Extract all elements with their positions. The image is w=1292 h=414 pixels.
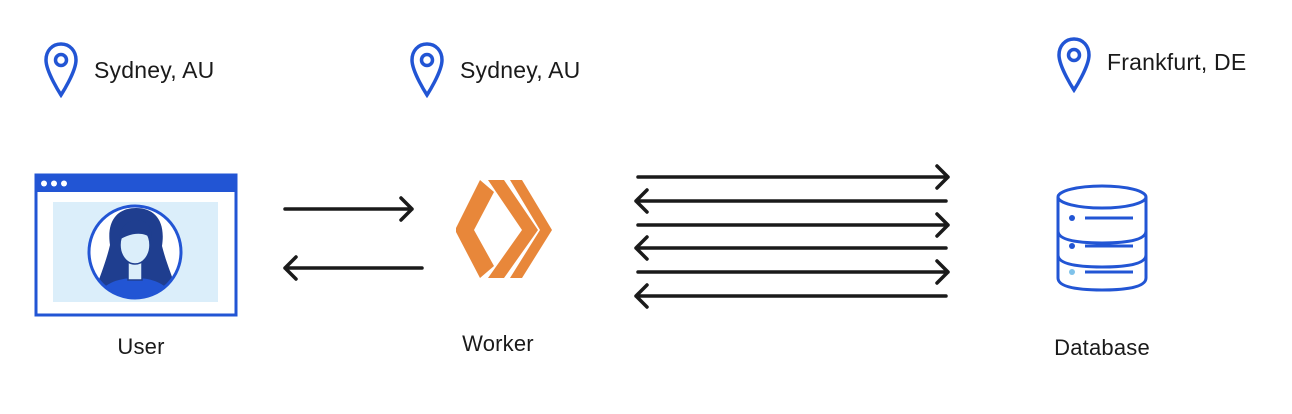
- arrow-left: [283, 255, 424, 281]
- arrow-right: [283, 196, 414, 222]
- location-database: Frankfurt, DE: [1057, 37, 1246, 93]
- map-pin-icon: [1057, 37, 1091, 93]
- location-label-user: Sydney, AU: [94, 56, 215, 83]
- arrow-right: [636, 259, 950, 285]
- arrow-left: [634, 283, 948, 309]
- worker-database-arrows: [634, 164, 950, 309]
- database-icon: [1056, 184, 1148, 292]
- worker-label: Worker: [462, 331, 534, 356]
- location-worker: Sydney, AU: [410, 42, 580, 98]
- cloudflare-workers-icon: [456, 180, 552, 278]
- map-pin-icon: [410, 42, 444, 98]
- user-worker-arrows: [283, 196, 424, 281]
- location-label-database: Frankfurt, DE: [1107, 48, 1247, 75]
- arrow-right: [636, 164, 950, 190]
- map-pin-icon: [44, 42, 78, 98]
- location-user: Sydney, AU: [44, 42, 214, 98]
- user-label: User: [117, 334, 165, 359]
- avatar: [92, 208, 178, 298]
- arrow-left: [634, 188, 948, 214]
- browser-window-user-icon: [34, 173, 238, 317]
- arrow-right: [636, 212, 950, 238]
- location-label-worker: Sydney, AU: [460, 56, 581, 83]
- arrow-left: [634, 235, 948, 261]
- database-label: Database: [1054, 335, 1150, 360]
